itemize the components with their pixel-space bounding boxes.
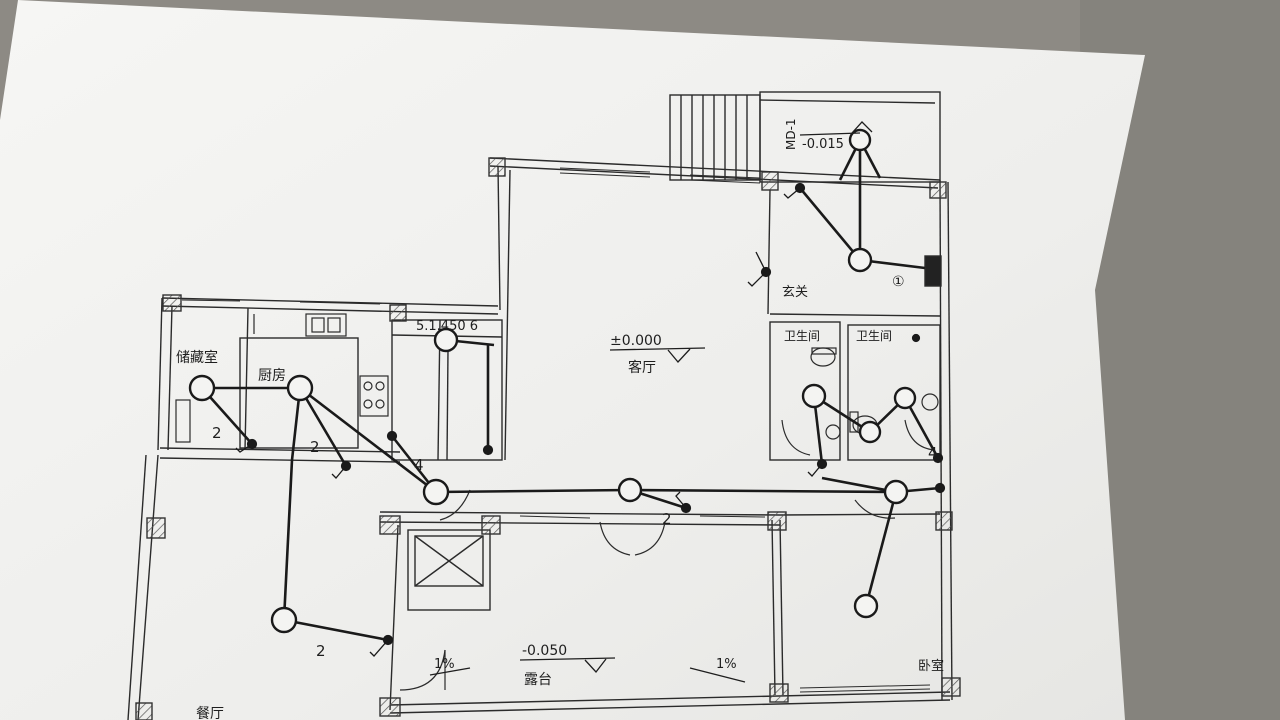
sink-icon (305, 313, 347, 337)
paper-sheet (0, 0, 1145, 720)
circuit-tag: ① (892, 274, 905, 290)
switch-dot-icon (482, 444, 494, 456)
elevation-living: ±0.000 (610, 333, 662, 349)
circle-light-icon (883, 479, 909, 505)
circle-light-icon (853, 593, 879, 619)
elevation-markers (429, 121, 873, 683)
lights (188, 128, 917, 634)
fixtures (175, 313, 939, 443)
windows (181, 167, 931, 693)
circle-light-icon (847, 247, 873, 273)
circle-light-icon (270, 606, 298, 634)
entry-stair (669, 91, 941, 183)
circle-light-icon (848, 128, 872, 152)
circle-light-icon (801, 383, 827, 409)
stove-icon (359, 375, 389, 417)
switches (246, 182, 946, 646)
wire-count-kitchen: 2 (310, 438, 320, 456)
switch-dot-icon (911, 333, 921, 343)
doors (399, 419, 936, 691)
labels: 储藏室 厨房 客厅 玄关 卫生间 卫生间 露台 卧室 餐厅 ±0.000 -0.… (176, 118, 944, 720)
stair-tag: 5.1.450 6 (416, 319, 478, 334)
wire-count-bath: 4 (928, 444, 938, 462)
room-label-terrace: 露台 (524, 672, 552, 688)
door-tag: MD-1 (784, 118, 798, 150)
switch-dot-icon (386, 430, 398, 442)
room-label-entry: 玄关 (782, 285, 808, 300)
wire-count-stair: 4 (414, 456, 424, 474)
room-label-bedroom: 卧室 (918, 658, 944, 674)
circle-light-icon (188, 374, 216, 402)
switch-ticks (235, 187, 823, 657)
walls (127, 157, 953, 720)
room-label-bath-left: 卫生间 (784, 329, 820, 343)
room-label-storage: 储藏室 (176, 349, 218, 366)
columns (135, 157, 961, 720)
wire-count-living: 2 (662, 510, 672, 528)
room-label-bath-right: 卫生间 (856, 329, 892, 343)
switch-dot-icon (932, 452, 944, 464)
room-label-kitchen: 厨房 (258, 368, 286, 384)
elevation-terrace: -0.050 (522, 643, 567, 659)
wire-count-dining: 2 (316, 642, 326, 660)
circle-light-icon (858, 420, 882, 444)
circle-light-icon (893, 386, 917, 410)
elevation-entry-door: -0.015 (802, 137, 844, 152)
circle-light-icon (422, 478, 450, 506)
slope-terrace-right: 1% (716, 657, 737, 672)
circle-light-icon (617, 477, 643, 503)
wire-count-storage: 2 (212, 424, 222, 442)
switch-dot-icon (934, 482, 946, 494)
floor-plan-drawing (127, 91, 961, 720)
slope-terrace-left: 1% (434, 657, 455, 672)
circle-light-icon (286, 374, 314, 402)
circle-light-icon (433, 327, 459, 353)
room-label-dining: 餐厅 (196, 706, 224, 720)
room-label-living: 客厅 (628, 359, 656, 376)
panel-box-icon (924, 255, 942, 287)
